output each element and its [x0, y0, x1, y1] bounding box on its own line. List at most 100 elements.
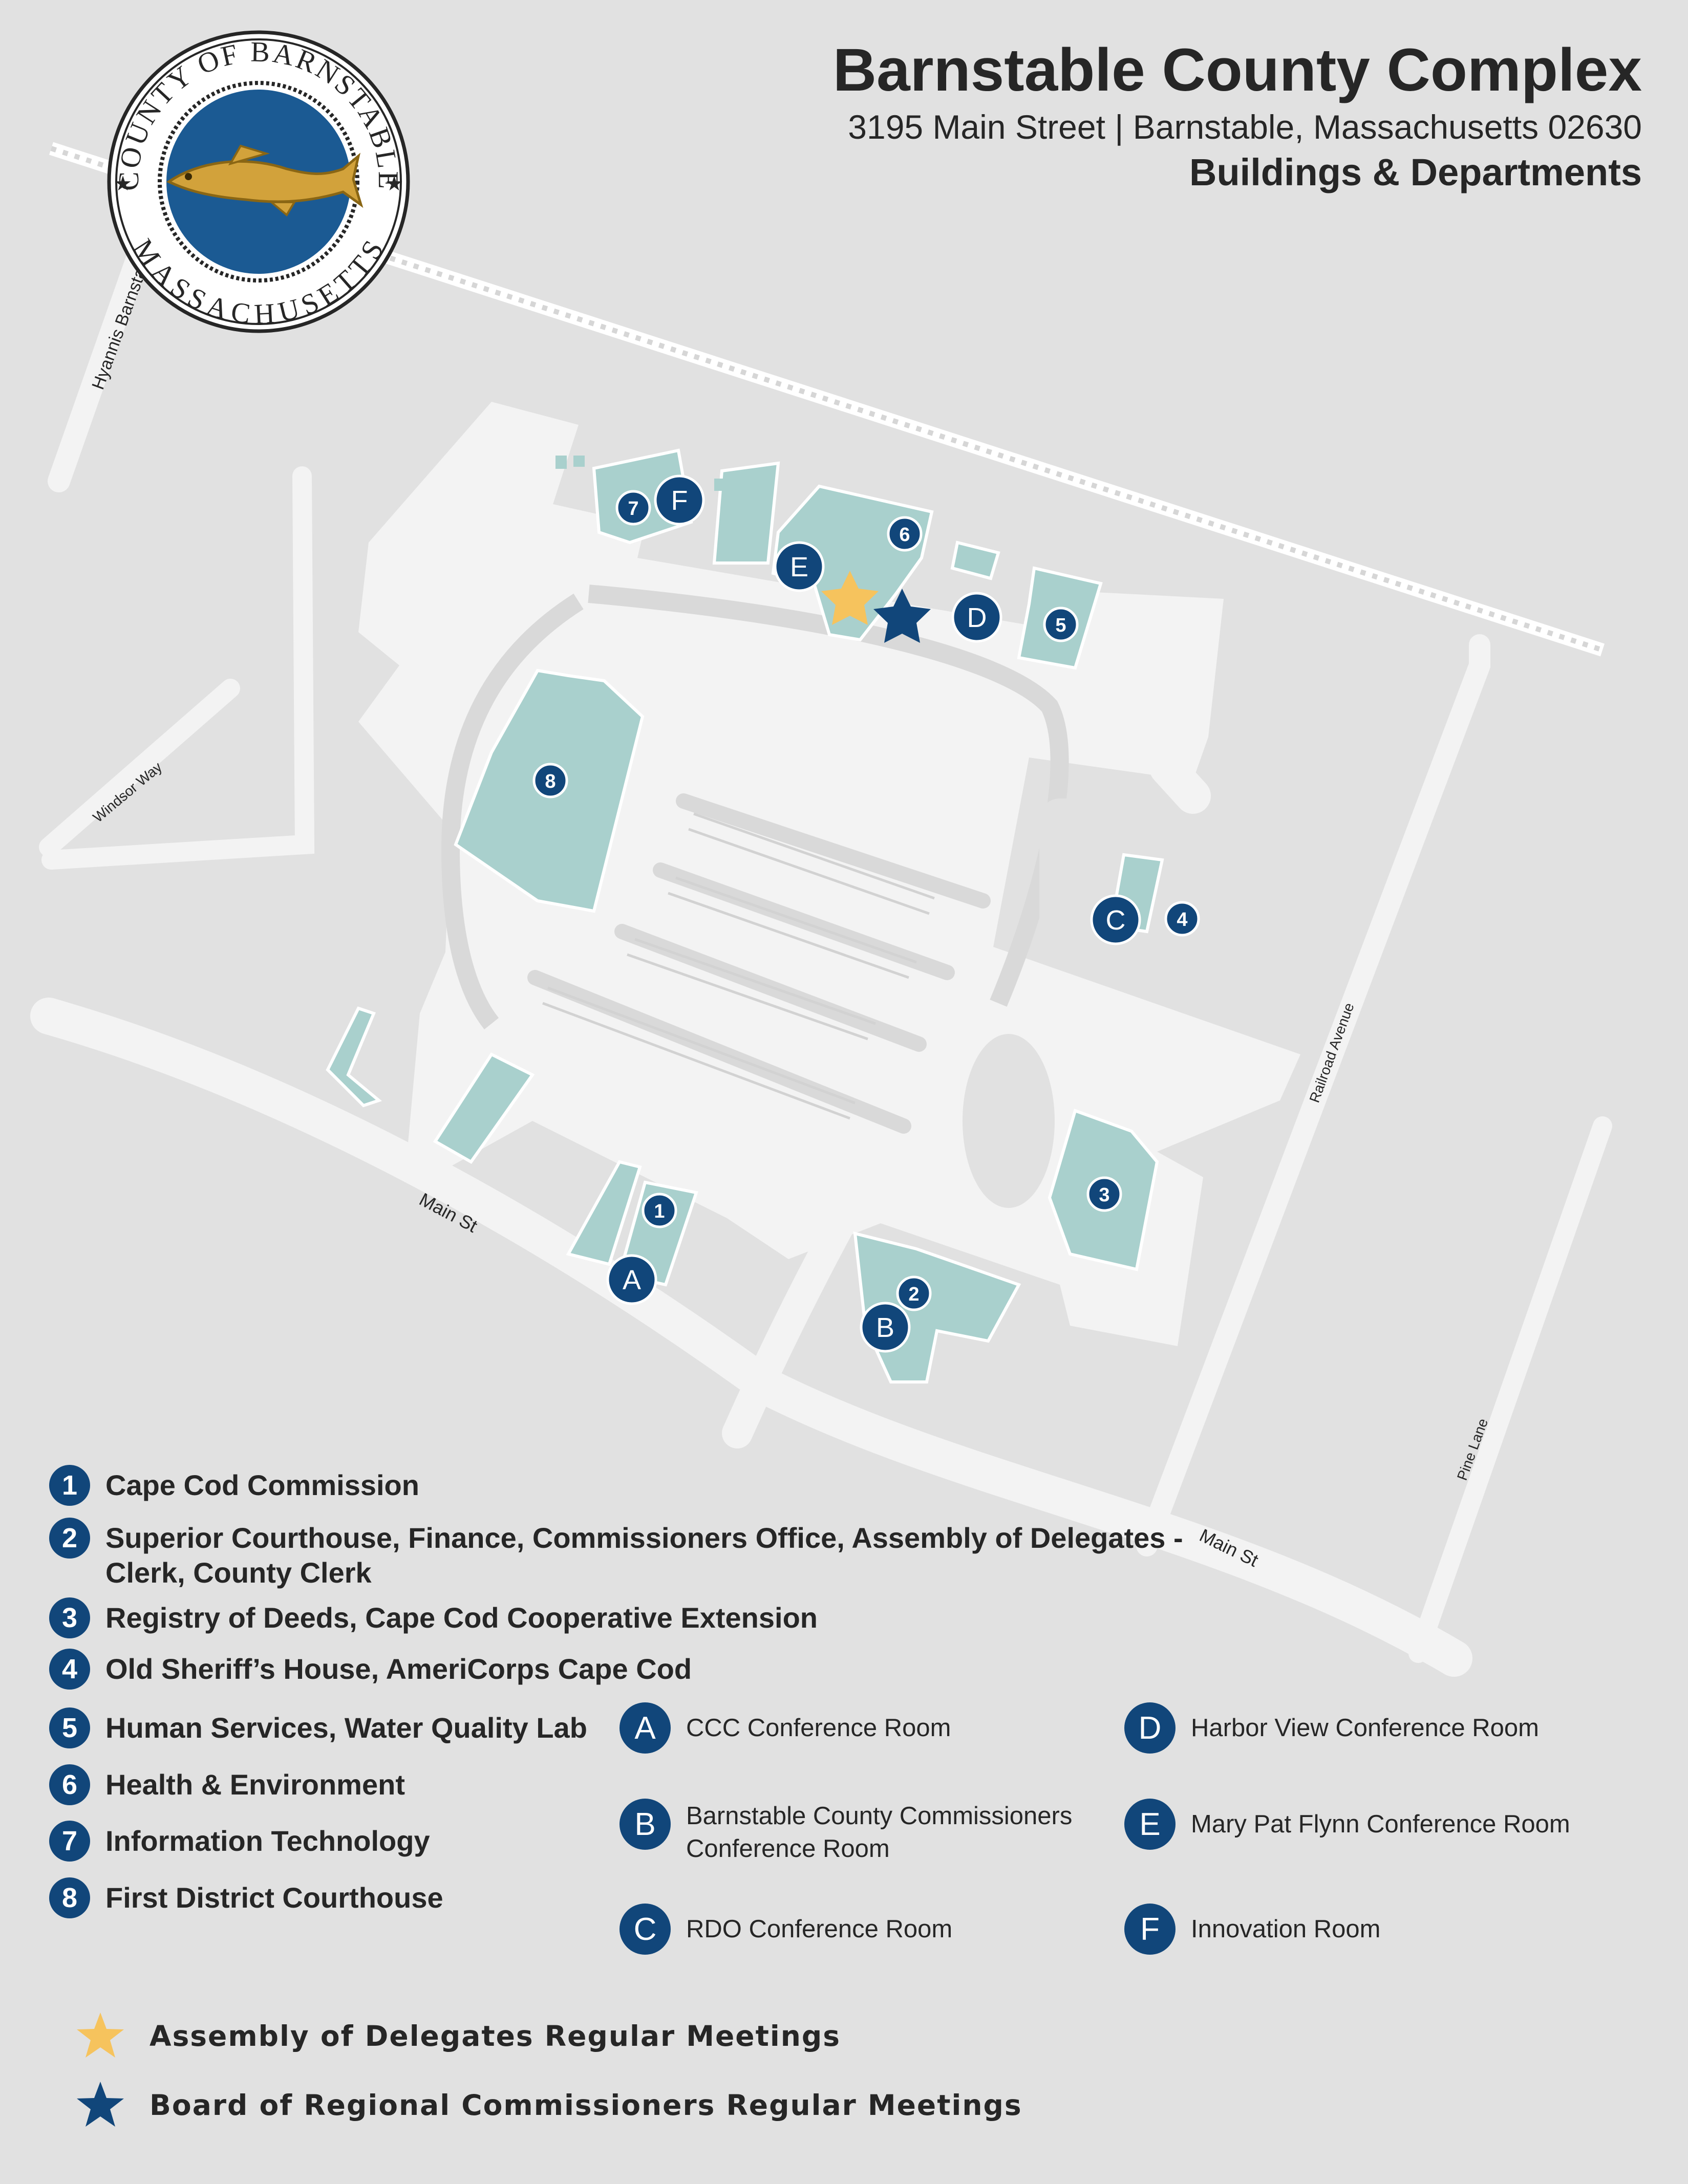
marker-building-8[interactable]: 8	[532, 763, 568, 798]
marker-label: F	[671, 485, 688, 516]
street-label-railroad: Railroad Avenue	[1306, 1001, 1357, 1105]
county-seal: COUNTY OF BARNSTABLE MASSACHUSETTS ★ ★	[107, 30, 410, 333]
marker-room-b[interactable]: B	[860, 1302, 911, 1353]
marker-building-7[interactable]: 7	[615, 490, 651, 526]
legend-item-building-4: 4 Old Sheriff’s House, AmeriCorps Cape C…	[49, 1649, 692, 1690]
marker-label: 6	[899, 524, 910, 546]
legend-label-line2: Conference Room	[686, 1835, 890, 1863]
campus-paths	[722, 750, 1211, 1448]
marker-building-4[interactable]: 4	[1164, 901, 1200, 937]
marker-building-5[interactable]: 5	[1043, 607, 1079, 642]
board-meetings-label: Board of Regional Commissioners Regular …	[149, 2089, 1022, 2122]
legend-badge: 8	[49, 1877, 90, 1918]
legend-label-line1: Barnstable County Commissioners	[686, 1802, 1073, 1830]
marker-label: B	[876, 1312, 894, 1343]
legend-label: Superior Courthouse, Finance, Commission…	[105, 1521, 1183, 1590]
legend-assembly-meetings: Assembly of Delegates Regular Meetings	[75, 2010, 841, 2062]
legend-label-line2: Clerk, County Clerk	[105, 1556, 372, 1589]
legend-item-room-e: E Mary Pat Flynn Conference Room	[1124, 1799, 1570, 1850]
building-1a	[566, 1160, 642, 1266]
legend-badge: A	[619, 1702, 671, 1754]
legend-label: Harbor View Conference Room	[1191, 1714, 1539, 1742]
legend-item-room-f: F Innovation Room	[1124, 1904, 1380, 1955]
cod-fish-icon	[166, 144, 364, 217]
marker-room-a[interactable]: A	[606, 1254, 657, 1305]
building-south	[433, 1052, 535, 1164]
assembly-meetings-label: Assembly of Delegates Regular Meetings	[149, 2020, 841, 2052]
legend-label: Old Sheriff’s House, AmeriCorps Cape Cod	[105, 1653, 692, 1685]
legend-badge: B	[619, 1799, 671, 1850]
legend-item-building-3: 3 Registry of Deeds, Cape Cod Cooperativ…	[49, 1597, 818, 1638]
legend-item-room-b: B Barnstable County Commissioners Confer…	[619, 1799, 1072, 1865]
marker-label: 4	[1177, 909, 1187, 931]
legend-label: CCC Conference Room	[686, 1714, 951, 1742]
assembly-star-icon	[77, 2013, 124, 2058]
legend-item-room-d: D Harbor View Conference Room	[1124, 1702, 1539, 1754]
room-markers: A B C D E F	[606, 474, 1141, 1353]
board-star-icon	[77, 2082, 124, 2127]
building-annex-2	[950, 540, 1000, 580]
building-markers: 1 2 3 4 5 6 7 8	[532, 490, 1200, 1311]
legend-badge: 7	[49, 1821, 90, 1862]
legend-badge: E	[1124, 1799, 1176, 1850]
legend-badge: 5	[49, 1707, 90, 1748]
legend-item-building-1: 1 Cape Cod Commission	[49, 1465, 419, 1506]
marker-label: 8	[545, 771, 555, 792]
marker-building-6[interactable]: 6	[887, 516, 923, 552]
legend-item-room-c: C RDO Conference Room	[619, 1904, 952, 1955]
marker-room-f[interactable]: F	[654, 474, 705, 526]
legend-label: RDO Conference Room	[686, 1915, 953, 1943]
legend-item-building-8: 8 First District Courthouse	[49, 1877, 443, 1918]
board-star-icon	[873, 589, 931, 643]
marker-building-2[interactable]: 2	[896, 1275, 932, 1311]
legend-label: Innovation Room	[1191, 1915, 1381, 1943]
legend-badge: F	[1124, 1904, 1176, 1955]
legend-label: Human Services, Water Quality Lab	[105, 1712, 587, 1744]
legend-item-building-6: 6 Health & Environment	[49, 1764, 405, 1805]
marker-room-e[interactable]: E	[774, 541, 825, 592]
address: 3195 Main Street | Barnstable, Massachus…	[848, 107, 1642, 146]
marker-label: 2	[908, 1284, 919, 1305]
legend-label: Barnstable County Commissioners Conferen…	[686, 1800, 1072, 1865]
marker-room-c[interactable]: C	[1090, 894, 1141, 945]
svg-text:★: ★	[114, 172, 132, 195]
legend-item-building-7: 7 Information Technology	[49, 1821, 430, 1862]
legend-label: Registry of Deeds, Cape Cod Cooperative …	[105, 1602, 818, 1634]
legend-badge: 3	[49, 1597, 90, 1638]
marker-label: A	[623, 1265, 641, 1295]
marker-label: D	[967, 602, 987, 633]
title-block: Barnstable County Complex 3195 Main Stre…	[833, 36, 1642, 197]
legend-label: Cape Cod Commission	[105, 1469, 419, 1501]
marker-label: 3	[1099, 1184, 1109, 1206]
legend-badge: C	[619, 1904, 671, 1955]
legend-badge: 6	[49, 1764, 90, 1805]
legend-label: Health & Environment	[105, 1768, 405, 1801]
legend-board-meetings: Board of Regional Commissioners Regular …	[75, 2080, 1022, 2131]
marker-room-d[interactable]: D	[951, 592, 1002, 643]
legend-item-room-a: A CCC Conference Room	[619, 1702, 951, 1754]
legend-label: First District Courthouse	[105, 1882, 443, 1914]
page-title: Barnstable County Complex	[832, 36, 1642, 104]
legend-label: Information Technology	[105, 1825, 430, 1857]
legend-badge: D	[1124, 1702, 1176, 1754]
marker-building-1[interactable]: 1	[642, 1193, 677, 1228]
marker-label: 7	[628, 498, 638, 520]
parking-stripes	[542, 812, 935, 1120]
legend-badge: 4	[49, 1649, 90, 1690]
marker-label: C	[1106, 905, 1126, 936]
building-west	[326, 1006, 382, 1108]
legend-item-building-2: 2 Superior Courthouse, Finance, Commissi…	[49, 1518, 1183, 1590]
marker-label: E	[790, 552, 808, 582]
marker-label: 5	[1055, 615, 1066, 636]
legend-label-line1: Superior Courthouse, Finance, Commission…	[105, 1522, 1183, 1554]
legend-badge: 2	[49, 1518, 90, 1559]
legend-item-building-5: 5 Human Services, Water Quality Lab	[49, 1707, 587, 1748]
building-annex	[712, 461, 780, 565]
legend-badge: 1	[49, 1465, 90, 1506]
marker-label: 1	[654, 1201, 665, 1222]
marker-building-3[interactable]: 3	[1086, 1176, 1122, 1212]
assembly-star-icon	[821, 571, 879, 625]
page-subtitle: Buildings & Departments	[1189, 151, 1642, 194]
legend-label: Mary Pat Flynn Conference Room	[1191, 1810, 1570, 1838]
